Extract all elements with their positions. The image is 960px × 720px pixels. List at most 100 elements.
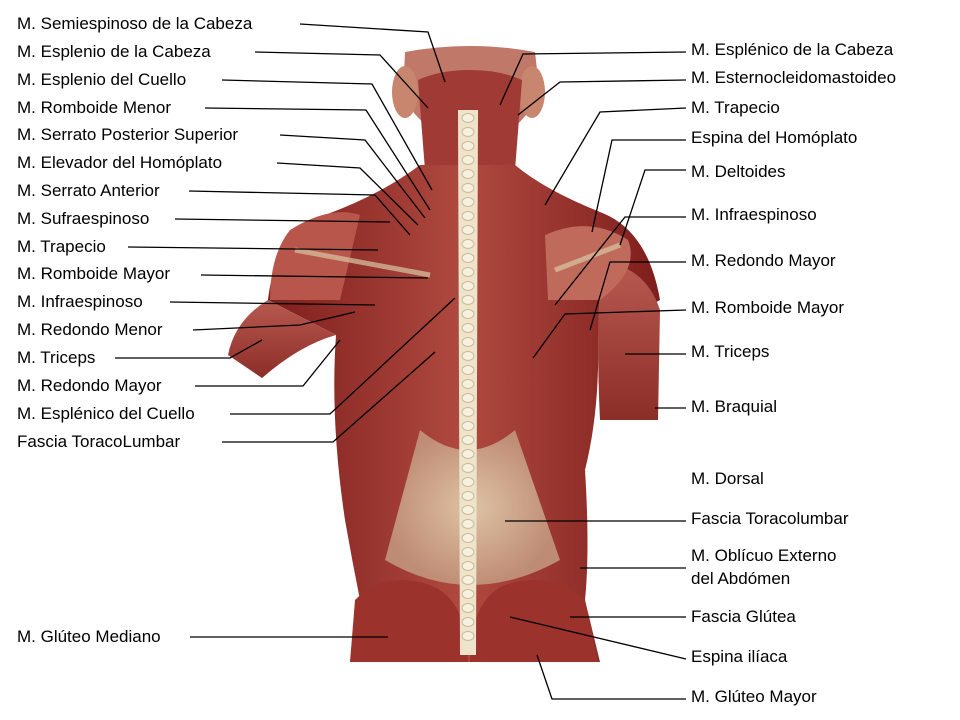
label-redondo-mayor-right: M. Redondo Mayor: [691, 251, 836, 270]
vertebra: [461, 421, 475, 431]
left-arm: [228, 300, 336, 378]
label-espina-homoplato: Espina del Homóplato: [691, 128, 858, 147]
gluteal-region-right: [470, 580, 598, 662]
label-obliquo-externo: M. Oblícuo Externo: [691, 546, 837, 565]
leader-line: [591, 139, 686, 233]
leader-line: [221, 79, 433, 191]
leader-line: [499, 51, 687, 106]
vertebra: [461, 295, 475, 305]
label-esplenio-cuello: M. Esplenio del Cuello: [17, 70, 187, 89]
label-serrato-posterior-superior: M. Serrato Posterior Superior: [17, 125, 239, 144]
vertebra: [461, 435, 475, 445]
vertebra: [461, 155, 475, 165]
vertebra: [461, 281, 475, 291]
leader-line: [532, 309, 687, 359]
label-infraespinoso-right: M. Infraespinoso: [691, 205, 817, 224]
vertebra: [461, 323, 475, 333]
left-ear: [392, 66, 418, 118]
vertebra: [461, 589, 475, 599]
leader-line: [619, 169, 686, 246]
label-braquial: M. Braquial: [691, 397, 777, 416]
vertebra: [461, 631, 475, 641]
label-romboide-mayor-left: M. Romboide Mayor: [17, 264, 171, 283]
label-fascia-toracolumbar-left: Fascia ToracoLumbar: [17, 432, 181, 451]
vertebra: [461, 603, 475, 613]
vertebra: [461, 533, 475, 543]
leader-line: [174, 218, 391, 223]
leader-line: [230, 297, 456, 415]
label-gluteo-mayor: M. Glúteo Mayor: [691, 687, 817, 706]
vertebra: [461, 617, 475, 627]
vertebra: [461, 561, 475, 571]
vertebra: [461, 337, 475, 347]
vertebra: [461, 183, 475, 193]
vertebra: [461, 449, 475, 459]
label-deltoides: M. Deltoides: [691, 162, 786, 181]
right-scapula-spine: [554, 242, 621, 273]
leader-line: [204, 107, 431, 211]
vertebra: [461, 113, 475, 123]
vertebra: [461, 491, 475, 501]
label-fascia-glutea: Fascia Glútea: [691, 607, 796, 626]
leader-line: [169, 301, 376, 306]
label-serrato-anterior: M. Serrato Anterior: [17, 181, 160, 200]
vertebra: [461, 547, 475, 557]
leader-line: [517, 79, 687, 116]
leader-line: [276, 162, 419, 226]
label-esplenico-cuello: M. Esplénico del Cuello: [17, 404, 195, 423]
leader-line: [254, 51, 429, 109]
vertebra: [461, 253, 475, 263]
vertebra: [461, 127, 475, 137]
leader-line: [509, 616, 687, 660]
vertebra: [461, 407, 475, 417]
label-esplenico-cabeza: M. Esplénico de la Cabeza: [691, 40, 894, 59]
label-triceps-left: M. Triceps: [17, 348, 96, 367]
label-esplenio-cabeza: M. Esplenio de la Cabeza: [17, 42, 211, 61]
leader-line: [200, 274, 429, 279]
leader-line: [299, 23, 446, 83]
leader-line: [279, 134, 426, 219]
vertebra: [461, 267, 475, 277]
vertebra: [461, 505, 475, 515]
label-esternocleidomastoideo: M. Esternocleidomastoideo: [691, 68, 897, 87]
vertebrae: [461, 113, 475, 641]
vertebra: [461, 575, 475, 585]
leader-line: [115, 339, 263, 359]
label-redondo-mayor-left: M. Redondo Mayor: [17, 376, 162, 395]
gluteal-region: [350, 580, 468, 662]
label-trapecio-right: M. Trapecio: [691, 98, 780, 117]
right-ear: [519, 66, 545, 118]
vertebra: [461, 379, 475, 389]
vertebra: [461, 225, 475, 235]
label-elevador-homoplato: M. Elevador del Homóplato: [17, 153, 223, 172]
label-semiespinoso-cabeza: M. Semiespinoso de la Cabeza: [17, 14, 253, 33]
label-dorsal: M. Dorsal: [691, 469, 764, 488]
vertebra: [461, 351, 475, 361]
right-arm: [598, 262, 660, 420]
label-triceps-right: M. Triceps: [691, 342, 770, 361]
label-obliquo-externo-line2: del Abdómen: [691, 569, 791, 588]
vertebra: [461, 393, 475, 403]
leader-line: [589, 261, 686, 331]
leader-line: [554, 216, 686, 306]
leader-line: [188, 190, 411, 236]
vertebra: [461, 365, 475, 375]
left-scapula-spine: [294, 247, 431, 278]
label-espina-iliaca: Espina ilíaca: [691, 647, 788, 666]
label-infraespinoso-left: M. Infraespinoso: [17, 292, 143, 311]
vertebra: [461, 477, 475, 487]
leader-line: [192, 311, 356, 331]
vertebra: [461, 141, 475, 151]
leader-line: [195, 339, 341, 387]
leader-line: [536, 654, 686, 700]
label-fascia-toracolumbar-right: Fascia Toracolumbar: [691, 509, 849, 528]
label-sufraespinoso: M. Sufraespinoso: [17, 209, 150, 228]
vertebra: [461, 239, 475, 249]
label-trapecio-left: M. Trapecio: [17, 237, 106, 256]
leader-line: [222, 351, 436, 443]
leader-line: [127, 246, 379, 251]
leader-lines: [115, 23, 687, 700]
vertebra: [461, 463, 475, 473]
